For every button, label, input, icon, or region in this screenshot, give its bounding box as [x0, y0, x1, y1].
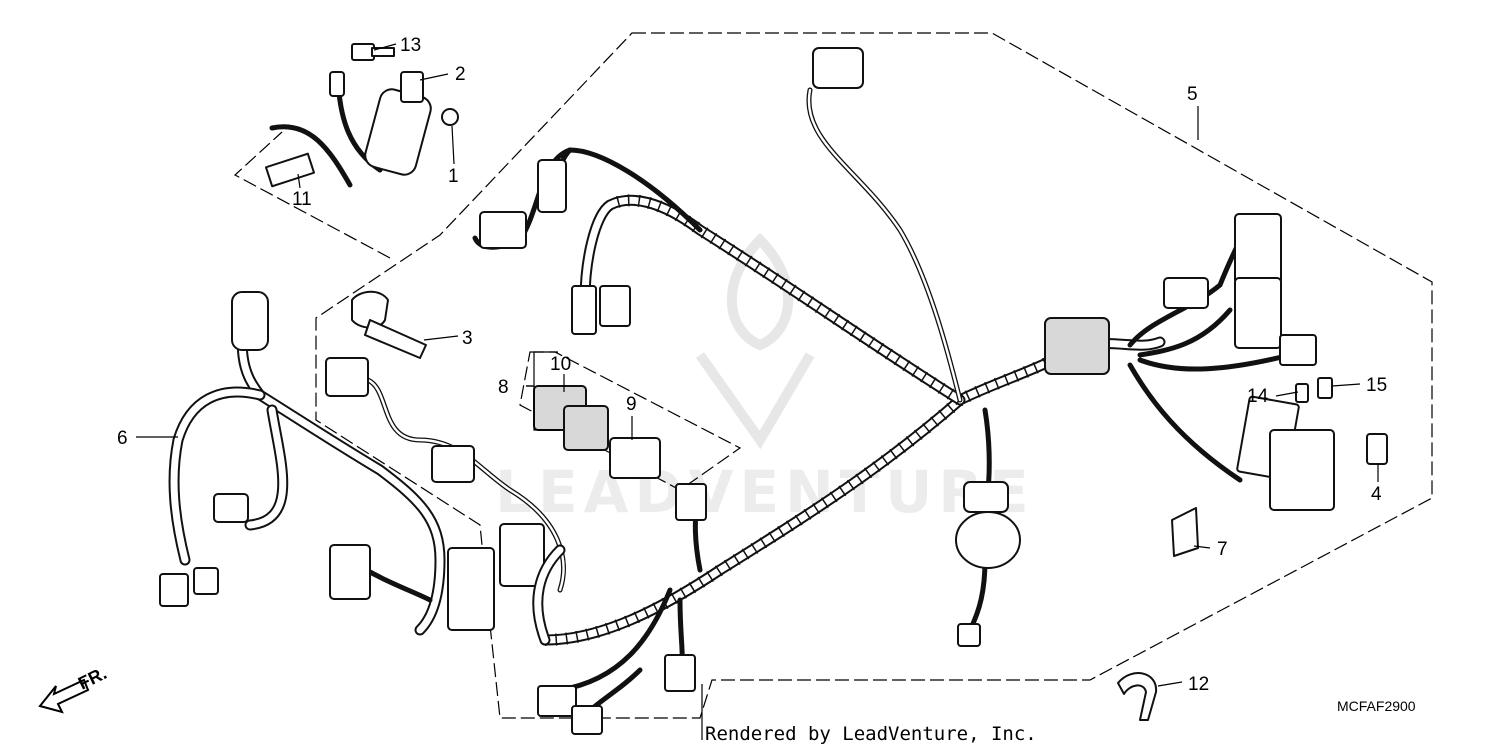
fuse-box	[1269, 429, 1335, 511]
left-upper-connector	[537, 159, 567, 213]
callout-2: 2	[455, 64, 466, 85]
callout-1: 1	[448, 166, 459, 187]
sub-harness	[159, 291, 446, 636]
ignition-coil-group-outline	[233, 131, 391, 259]
sub-harness-connector-d	[329, 544, 371, 600]
sub-harness-connector-a	[213, 493, 249, 523]
fuse-15	[1317, 377, 1333, 399]
cable-tie-11	[264, 152, 316, 188]
connector-d	[499, 523, 545, 587]
harness-connector-left-1	[571, 285, 597, 335]
relay-canister-top	[963, 481, 1009, 513]
fuse-14	[1295, 383, 1309, 403]
connector-row	[325, 357, 566, 631]
callout-11: 11	[292, 189, 312, 210]
harness-connector-mid	[675, 483, 707, 521]
diagram-code: MCFAF2900	[1337, 698, 1416, 714]
callout-10: 10	[550, 354, 571, 375]
spark-plug-cap	[351, 290, 427, 359]
callout-12: 12	[1188, 674, 1209, 695]
fuse-4	[1366, 433, 1388, 465]
sub-harness-connector-b	[159, 573, 189, 607]
sub-harness-boot	[231, 291, 269, 351]
bolt-head	[351, 43, 375, 61]
harness-connector-bottom-3	[664, 654, 696, 692]
coil-wire-terminal	[329, 71, 345, 97]
callout-8: 8	[498, 377, 509, 398]
pad-7	[1171, 507, 1199, 557]
connector-a	[325, 357, 369, 397]
harness-connector-bottom-1	[537, 685, 577, 717]
callout-15: 15	[1366, 375, 1387, 396]
callout-3: 3	[462, 328, 473, 349]
main-harness	[472, 47, 1335, 735]
right-connector-upper	[1234, 213, 1282, 285]
ignition-coil-assembly	[264, 43, 459, 188]
callout-14: 14	[1247, 386, 1269, 407]
right-connector-small	[1163, 277, 1209, 309]
clamp-12	[1117, 672, 1158, 721]
relay-canister	[955, 511, 1021, 569]
left-side-connector	[479, 211, 527, 249]
callout-13: 13	[400, 35, 421, 56]
right-connector-tiny	[1279, 334, 1317, 366]
fuse-connectors	[533, 385, 661, 479]
fuse-holder-9	[609, 437, 661, 479]
connector-c	[447, 547, 495, 631]
harness-connector-left-2	[599, 285, 631, 327]
callout-7: 7	[1217, 539, 1228, 560]
callouts: 13 2 1 11 3 5 6 7 8 9 10 12 14 15 4	[117, 35, 1387, 695]
harness-connector-bottom-2	[571, 705, 603, 735]
callout-5: 5	[1187, 84, 1198, 105]
sub-harness-connector-c	[193, 567, 219, 595]
harness-junction-block	[1044, 317, 1110, 375]
callout-9: 9	[626, 394, 637, 415]
fuse-holder-10b	[563, 405, 609, 451]
canister-terminal	[957, 623, 981, 647]
front-direction-marker: FR.	[38, 663, 110, 714]
credit-text: Rendered by LeadVenture, Inc.	[705, 723, 1037, 745]
watermark-text: LEADVENTURE	[495, 458, 1035, 526]
connector-b	[431, 445, 475, 483]
callout-6: 6	[117, 428, 128, 449]
coil-terminal	[400, 71, 424, 103]
front-arrow-icon	[38, 678, 90, 714]
callout-4: 4	[1371, 484, 1382, 505]
leader-lines	[136, 43, 1379, 740]
top-connector	[812, 47, 864, 89]
right-connector-lower	[1234, 277, 1282, 349]
coil-nut	[441, 108, 459, 126]
loose-parts	[1117, 377, 1388, 721]
leadventure-watermark: LEADVENTURE	[495, 232, 1035, 526]
